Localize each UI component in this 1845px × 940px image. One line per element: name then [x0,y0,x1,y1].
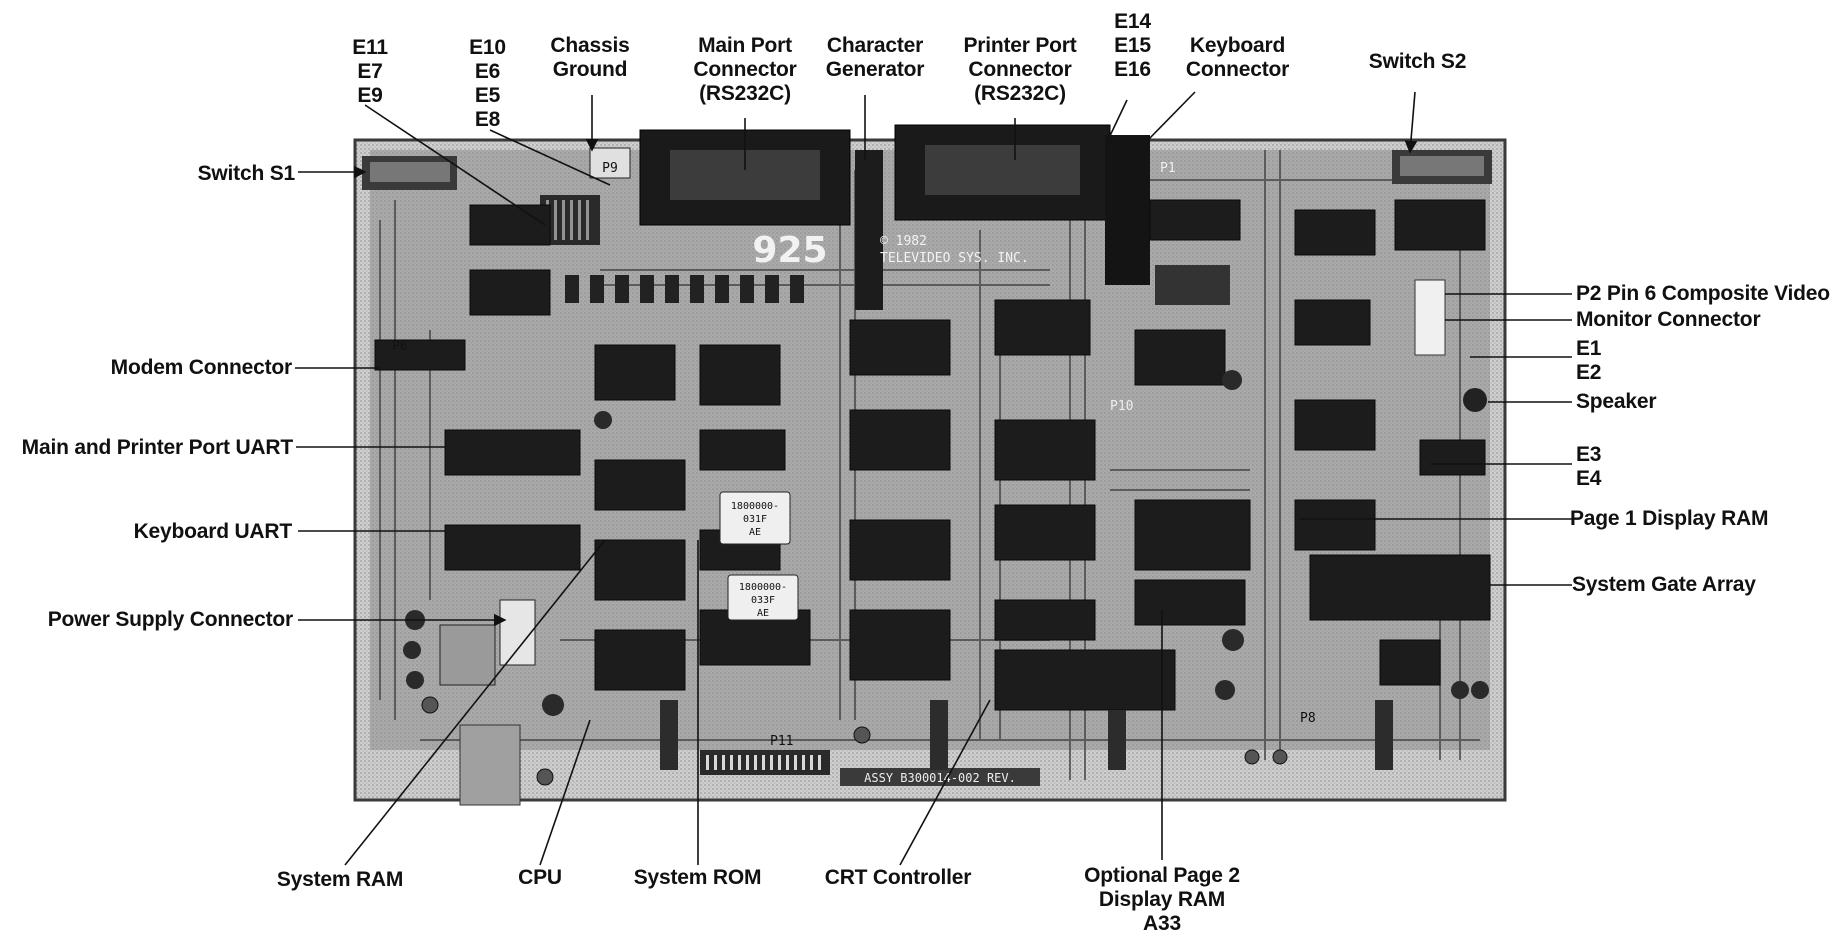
rom-label-1-line: 1800000- [731,501,779,512]
label-main-printer-uart: Main and Printer Port UART [21,436,294,459]
rom-label-2-line2: 033F [751,595,775,606]
label-monitor-connector: Monitor Connector [1576,308,1761,331]
speaker-part [1463,388,1487,412]
label-crt-controller: CRT Controller [824,866,972,889]
monitor-connector-part [1414,279,1446,356]
system-rom-chip-1 [719,491,791,545]
label-modem-connector: Modem Connector [110,356,293,379]
character-generator-part [855,150,883,310]
rom-label-2-line3: AE [757,608,769,619]
label-e3-e4: E3 E4 [1576,443,1602,490]
rom-label-1-line2: 031F [743,514,767,525]
label-character-generator: Character Generator [825,34,925,81]
toshiba-chip [1155,265,1230,305]
label-keyboard-uart: Keyboard UART [133,520,293,543]
label-speaker: Speaker [1576,390,1657,413]
label-optional-page2-display-ram: Optional Page 2 Display RAM A33 [1084,864,1240,935]
rom-label-1-line3: AE [749,527,761,538]
power-supply-connector-part [499,599,536,666]
rom-label-2-line1: 1800000- [739,582,787,593]
label-page1-display-ram: Page 1 Display RAM [1570,507,1769,530]
p6-text: P6 [392,339,408,354]
p9-text: P9 [602,161,618,176]
p10-text: P10 [1110,399,1133,414]
label-e10-e6-e5-e8: E10 E6 E5 E8 [469,36,506,131]
label-switch-s2: Switch S2 [1368,50,1467,73]
resistor-row [565,275,804,303]
label-system-rom: System ROM [633,866,762,889]
p8-text: P8 [1300,711,1316,726]
system-rom-chip-2 [727,574,799,621]
label-e1-e2: E1 E2 [1576,337,1602,384]
copyright-line2: TELEVIDEO SYS. INC. [880,251,1029,266]
label-p2-pin6: P2 Pin 6 Composite Video [1576,282,1830,305]
assy-text: ASSY B300014-002 REV. [864,771,1016,785]
label-cpu: CPU [518,866,562,889]
label-e11-e7-e9: E11 E7 E9 [352,36,388,107]
p11-text: P11 [770,734,793,749]
label-printer-port-connector: Printer Port Connector (RS232C) [963,34,1077,105]
label-main-port-connector: Main Port Connector (RS232C) [693,34,797,105]
label-switch-s1: Switch S1 [197,162,296,185]
label-e14-e15-e16: E14 E15 E16 [1114,10,1151,81]
label-keyboard-connector: Keyboard Connector [1185,34,1290,81]
label-chassis-ground: Chassis Ground [550,34,630,81]
copyright-line1: © 1982 [880,234,927,249]
label-system-ram: System RAM [276,868,404,891]
model-number-text: 925 [752,230,827,271]
label-power-supply-connector: Power Supply Connector [47,608,293,631]
label-system-gate-array: System Gate Array [1572,573,1756,596]
keyboard-connector-part [1105,135,1150,285]
p1-text: P1 [1160,161,1176,176]
